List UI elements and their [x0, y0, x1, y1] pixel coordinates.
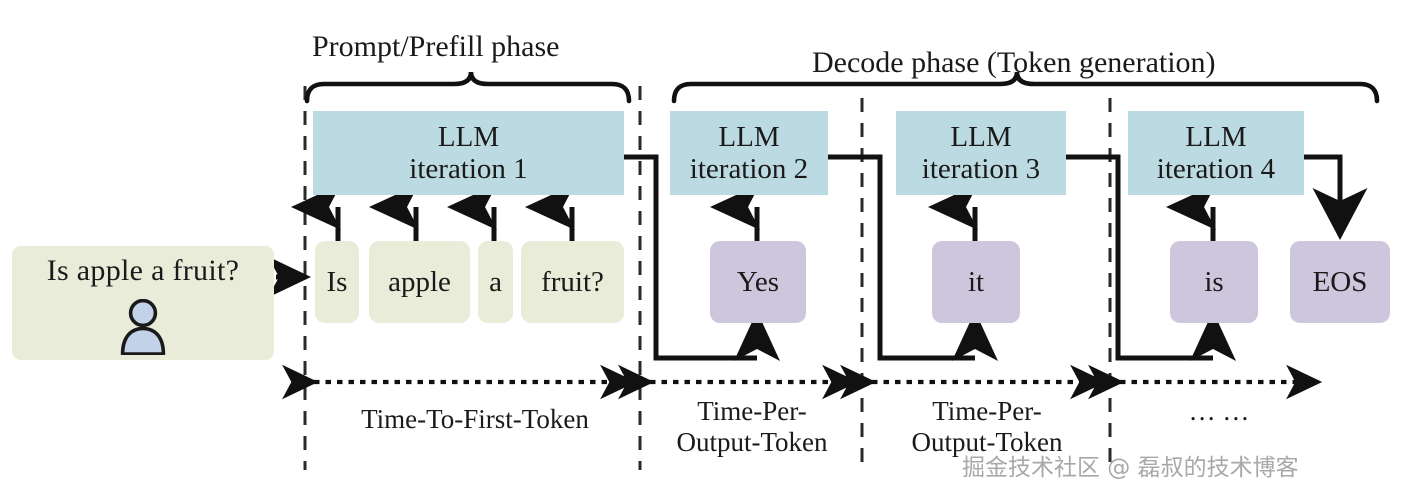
input-token-box[interactable]: fruit? — [521, 241, 624, 323]
user-prompt-text: Is apple a fruit? — [46, 254, 240, 287]
llm-iteration-1-box[interactable]: LLM iteration 1 — [313, 111, 624, 195]
llm-label-line2: iteration 1 — [409, 153, 528, 185]
output-token-box[interactable]: Yes — [710, 241, 806, 323]
prefill-brace — [304, 71, 632, 104]
input-token-box[interactable]: a — [478, 241, 513, 323]
phase-label-decode: Decode phase (Token generation) — [812, 46, 1216, 79]
output-token-label: is — [1204, 265, 1224, 298]
output-token-box[interactable]: is — [1170, 241, 1258, 323]
llm-label-line1: LLM — [950, 120, 1012, 153]
phase-label-prefill: Prompt/Prefill phase — [312, 30, 560, 63]
timing-label-ellipsis: … … — [1188, 396, 1250, 426]
llm-label-line2: iteration 2 — [689, 153, 809, 185]
input-token-box[interactable]: Is — [315, 241, 359, 323]
llm-label-line1: LLM — [718, 120, 780, 153]
timing-label-tpot-1: Time-Per- Output-Token — [676, 396, 828, 457]
input-token-label: Is — [326, 265, 348, 298]
input-token-label: apple — [388, 265, 451, 298]
output-token-label: EOS — [1312, 265, 1368, 298]
llm-iteration-4-box[interactable]: LLM iteration 4 — [1128, 111, 1304, 195]
llm-label-line1: LLM — [1185, 120, 1247, 153]
user-icon — [120, 299, 166, 355]
timing-label-ttft: Time-To-First-Token — [361, 404, 589, 434]
llm-iteration-3-box[interactable]: LLM iteration 3 — [896, 111, 1066, 195]
output-token-label: Yes — [736, 265, 780, 298]
input-token-arrows — [291, 184, 576, 243]
output-token-box[interactable]: it — [932, 241, 1020, 323]
llm-label-line1: LLM — [437, 120, 500, 153]
input-token-label: a — [489, 265, 502, 298]
llm-label-line2: iteration 3 — [921, 153, 1041, 185]
input-token-box[interactable]: apple — [369, 241, 470, 323]
output-token-eos-box[interactable]: EOS — [1290, 241, 1390, 323]
llm-iteration-2-box[interactable]: LLM iteration 2 — [670, 111, 828, 195]
input-token-label: fruit? — [541, 265, 604, 298]
timing-label-tpot-2: Time-Per- Output-Token — [911, 396, 1063, 457]
watermark-text: 掘金技术社区 @ 磊叔的技术博客 — [962, 455, 1299, 481]
llm-label-line2: iteration 4 — [1156, 153, 1276, 185]
user-prompt-card: Is apple a fruit? — [12, 246, 274, 360]
output-token-arrows — [710, 184, 1217, 243]
output-token-label: it — [967, 265, 985, 298]
